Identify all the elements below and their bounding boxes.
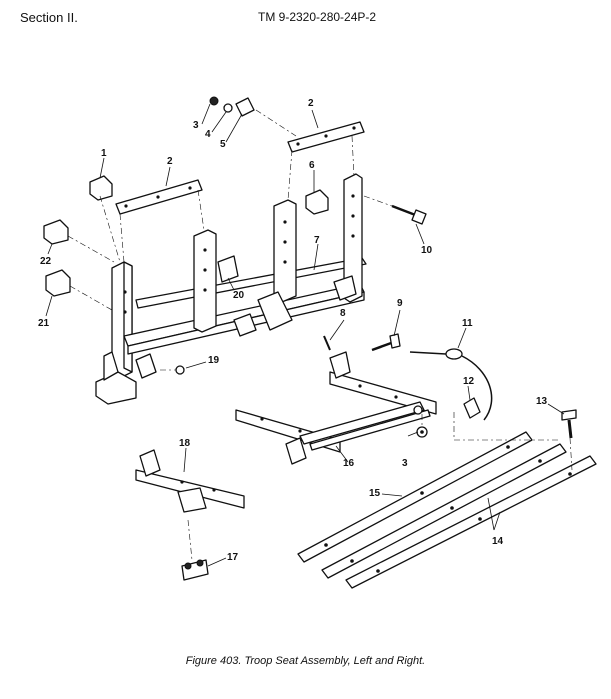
callout-22: 22 xyxy=(40,256,52,267)
section-header: Section II. xyxy=(20,10,78,25)
bolt-13 xyxy=(561,409,577,439)
callout-2-right: 2 xyxy=(308,98,314,109)
hinge-21 xyxy=(45,269,71,297)
callout-13: 13 xyxy=(536,396,548,407)
callout-7: 7 xyxy=(314,235,320,246)
callout-12: 12 xyxy=(463,376,475,387)
callout-labels: 1 2 2 3 3 4 5 6 7 8 9 10 11 12 13 14 15 … xyxy=(38,98,548,563)
callout-20: 20 xyxy=(233,290,245,301)
nut-3-lower xyxy=(416,426,428,438)
callout-21: 21 xyxy=(38,318,50,329)
slat-14b xyxy=(345,455,597,589)
callout-19: 19 xyxy=(208,355,220,366)
callout-10: 10 xyxy=(421,245,433,256)
callout-5: 5 xyxy=(220,139,226,150)
callout-2-left: 2 xyxy=(167,156,173,167)
callout-9: 9 xyxy=(397,298,403,309)
hardware-3-4-5 xyxy=(209,96,255,117)
bolt-10 xyxy=(391,204,427,225)
callout-4: 4 xyxy=(205,129,211,140)
clip-12 xyxy=(463,397,481,419)
seat-frame xyxy=(95,173,367,405)
callout-17: 17 xyxy=(227,552,239,563)
lanyard-11 xyxy=(409,348,493,421)
strap-right xyxy=(287,121,365,153)
leader-lines xyxy=(45,103,565,567)
pin-8 xyxy=(323,335,331,351)
manual-number: TM 9-2320-280-24P-2 xyxy=(258,10,377,24)
hinge-1 xyxy=(89,175,113,201)
slat-15 xyxy=(297,431,533,563)
callout-8: 8 xyxy=(340,308,346,319)
strap-left xyxy=(115,179,203,215)
fastener-17 xyxy=(181,559,209,581)
callout-6: 6 xyxy=(309,160,315,171)
bracket-18 xyxy=(135,449,245,513)
seat-bracket-assembly xyxy=(235,351,437,465)
bracket-20 xyxy=(217,255,239,283)
figure-caption: Figure 403. Troop Seat Assembly, Left an… xyxy=(185,655,426,667)
callout-11: 11 xyxy=(462,318,473,329)
callout-1: 1 xyxy=(101,148,107,159)
bolt-9 xyxy=(371,333,401,352)
callout-18: 18 xyxy=(179,438,191,449)
hinge-22 xyxy=(43,219,69,245)
callout-15: 15 xyxy=(369,488,381,499)
callout-3-lower: 3 xyxy=(402,458,408,469)
hinge-6 xyxy=(305,189,329,215)
nut-19 xyxy=(175,365,185,375)
callout-16: 16 xyxy=(343,458,355,469)
callout-14: 14 xyxy=(492,536,504,547)
slat-14a xyxy=(321,443,567,579)
callout-3-upper: 3 xyxy=(193,120,199,131)
assembly-lines xyxy=(67,109,573,561)
